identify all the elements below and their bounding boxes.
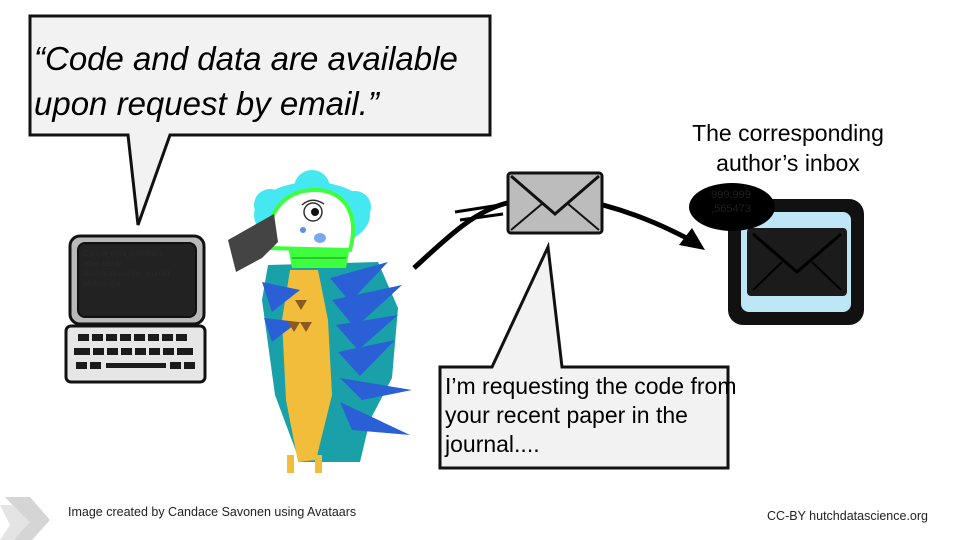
screen-line: atlas study — [83, 259, 122, 268]
badge-line: ,565473 — [711, 203, 751, 215]
badge-line: 999,999 — [711, 189, 751, 201]
logo-icon — [0, 497, 50, 540]
computer-icon — [68, 234, 206, 326]
image-credit: Image created by Candace Savonen using A… — [68, 505, 357, 519]
screen-line: of America — [83, 279, 121, 288]
quote-bubble — [28, 14, 492, 226]
envelope-icon — [506, 171, 604, 235]
screen-line: Cancer data genomics — [83, 249, 164, 258]
keyboard-icon — [64, 324, 207, 384]
parrot-illustration — [228, 170, 412, 473]
notification-badge — [689, 183, 775, 231]
computer-screen-text: Cancer data genomics atlas study America… — [83, 249, 198, 289]
notification-count: 999,999 ,565473 — [696, 188, 766, 216]
request-text: I’m requesting the code from your recent… — [445, 373, 737, 457]
inbox-icon — [728, 199, 864, 325]
inbox-title: The corresponding author’s inbox — [692, 120, 884, 176]
screen-line: American cancer journal — [83, 269, 170, 278]
request-bubble — [438, 241, 730, 470]
license-text: CC-BY hutchdatascience.org — [767, 509, 928, 523]
quote-text: “Code and data are available upon reques… — [34, 40, 458, 122]
